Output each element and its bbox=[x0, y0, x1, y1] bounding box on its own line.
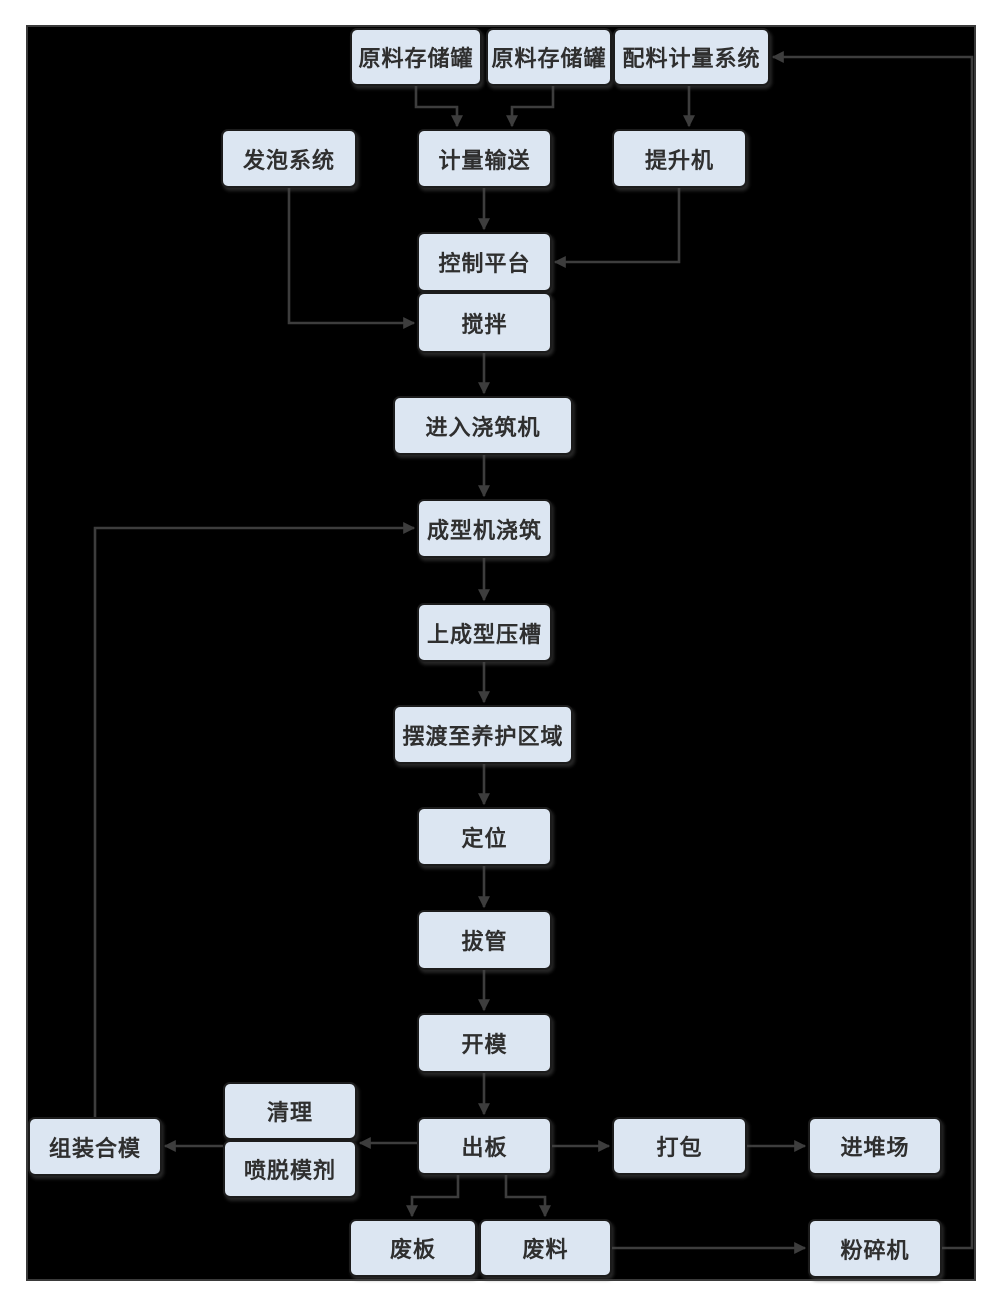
edge-assemble-to-forming-pouring bbox=[93, 522, 416, 1117]
node-spray-release-agent: 喷脱模剂 bbox=[223, 1140, 357, 1198]
node-mold-opening: 开模 bbox=[417, 1013, 552, 1073]
node-raw-material-tank-1: 原料存储罐 bbox=[350, 28, 482, 86]
node-raw-material-tank-2: 原料存储罐 bbox=[486, 28, 612, 86]
node-label: 喷脱模剂 bbox=[243, 1158, 336, 1183]
node-label: 出板 bbox=[461, 1135, 508, 1160]
node-crusher: 粉碎机 bbox=[808, 1219, 942, 1278]
node-label: 进入浇筑机 bbox=[425, 414, 541, 440]
node-packing: 打包 bbox=[612, 1117, 747, 1175]
node-waste-material: 废料 bbox=[479, 1219, 612, 1277]
node-batching-metering-system: 配料计量系统 bbox=[613, 28, 770, 86]
node-label: 计量输送 bbox=[438, 147, 531, 173]
node-bucket-elevator: 提升机 bbox=[612, 129, 747, 188]
edge-elevator-to-control-platform bbox=[553, 188, 681, 268]
node-label: 打包 bbox=[656, 1135, 703, 1160]
node-label: 上成型压槽 bbox=[426, 621, 542, 647]
node-label: 粉碎机 bbox=[840, 1237, 910, 1263]
edge-crusher-to-batching-system bbox=[771, 51, 974, 1250]
node-label: 废板 bbox=[389, 1237, 436, 1262]
node-cleaning: 清理 bbox=[223, 1082, 357, 1140]
node-waste-board: 废板 bbox=[349, 1219, 477, 1277]
node-label: 控制平台 bbox=[438, 251, 531, 276]
node-board-out: 出板 bbox=[417, 1117, 552, 1175]
node-positioning: 定位 bbox=[417, 807, 552, 866]
node-control-platform: 控制平台 bbox=[417, 232, 552, 292]
node-enter-pouring-machine: 进入浇筑机 bbox=[393, 396, 573, 455]
edge-tank2-to-metering-conveying bbox=[506, 86, 555, 128]
node-label: 进堆场 bbox=[840, 1135, 910, 1160]
node-label: 搅拌 bbox=[461, 311, 508, 337]
node-label: 组装合模 bbox=[48, 1135, 141, 1161]
node-label: 成型机浇筑 bbox=[426, 517, 542, 543]
node-foaming-system: 发泡系统 bbox=[221, 129, 357, 188]
node-metering-conveying: 计量输送 bbox=[417, 129, 552, 188]
node-ferry-to-curing-area: 摆渡至养护区域 bbox=[393, 705, 573, 764]
node-to-stockyard: 进堆场 bbox=[808, 1117, 942, 1175]
node-label: 提升机 bbox=[644, 147, 714, 173]
node-label: 发泡系统 bbox=[242, 147, 335, 173]
node-label: 原料存储罐 bbox=[358, 46, 474, 71]
node-label: 开模 bbox=[461, 1032, 508, 1057]
edge-tank1-to-metering-conveying bbox=[414, 86, 463, 128]
node-mixing: 搅拌 bbox=[417, 292, 552, 353]
node-label: 原料存储罐 bbox=[491, 46, 607, 71]
edge-board-out-to-waste-board bbox=[406, 1175, 460, 1218]
node-label: 清理 bbox=[266, 1100, 313, 1125]
edge-board-out-to-waste-material bbox=[504, 1175, 551, 1218]
node-upper-forming-groove: 上成型压槽 bbox=[417, 603, 552, 662]
node-forming-machine-pouring: 成型机浇筑 bbox=[417, 499, 552, 558]
node-label: 定位 bbox=[461, 825, 508, 851]
node-label: 摆渡至养护区域 bbox=[402, 723, 564, 749]
node-assemble-close-mold: 组装合模 bbox=[28, 1117, 162, 1176]
node-pipe-pulling: 拔管 bbox=[417, 910, 552, 970]
node-label: 拔管 bbox=[461, 929, 508, 954]
edge-foaming-to-mixing bbox=[287, 188, 416, 329]
node-label: 配料计量系统 bbox=[622, 46, 761, 71]
node-label: 废料 bbox=[522, 1237, 569, 1262]
